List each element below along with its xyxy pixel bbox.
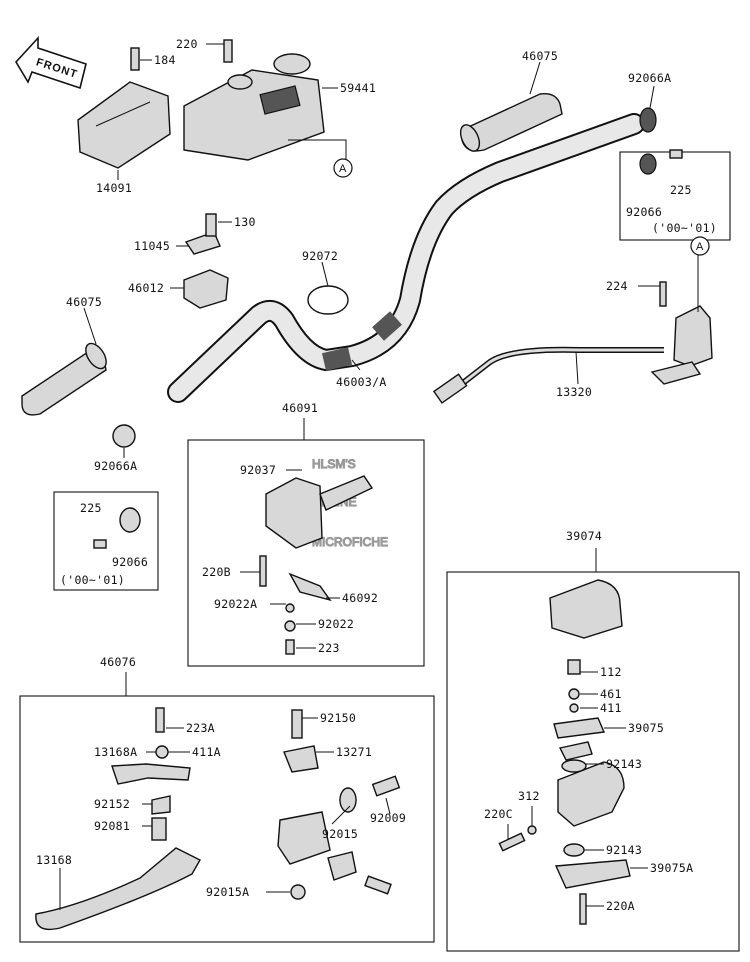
label-11045: 11045 <box>134 239 170 253</box>
label-46012: 46012 <box>128 281 164 295</box>
label-92015: 92015 <box>322 827 358 841</box>
screw-225-right <box>669 149 683 159</box>
label-39075: 39075 <box>628 721 664 735</box>
part-labels: 184 220 59441 14091 130 11045 46012 4607… <box>36 37 717 913</box>
band-92072 <box>307 285 349 315</box>
screw-225-left <box>93 539 107 549</box>
label-92015a: 92015A <box>206 885 249 899</box>
handlebar-clamp <box>183 213 229 309</box>
label-411a: 411A <box>192 745 221 759</box>
callout-a-2-text: A <box>696 241 704 253</box>
front-arrow: FRONT <box>15 35 87 90</box>
grip-right <box>459 93 563 152</box>
variant-box-left <box>53 491 159 591</box>
label-312: 312 <box>518 789 540 803</box>
label-92143-bottom: 92143 <box>606 843 642 857</box>
callout-a-2: A <box>690 236 710 256</box>
brake-master-cylinder <box>498 579 631 925</box>
switch-housing <box>259 475 374 655</box>
handlebar <box>167 113 645 403</box>
label-130: 130 <box>234 215 256 229</box>
bolt-184 <box>130 47 140 71</box>
label-14091: 14091 <box>96 181 132 195</box>
label-220a: 220A <box>606 899 635 913</box>
bolt-220 <box>223 39 233 63</box>
label-13168: 13168 <box>36 853 72 867</box>
label-92150: 92150 <box>320 711 356 725</box>
label-92037: 92037 <box>240 463 276 477</box>
watermark-line-1: HLSM'S <box>312 457 356 471</box>
label-92009: 92009 <box>370 811 406 825</box>
label-46075-left: 46075 <box>66 295 102 309</box>
label-225-right: 225 <box>670 183 692 197</box>
label-225-left: 225 <box>80 501 102 515</box>
label-39074: 39074 <box>566 529 602 543</box>
label-112: 112 <box>600 665 622 679</box>
label-variant-right: ('00~'01) <box>652 221 717 235</box>
label-92143-top: 92143 <box>606 757 642 771</box>
switch-group-box <box>187 439 425 667</box>
grip-left <box>21 342 107 416</box>
label-13320: 13320 <box>556 385 592 399</box>
label-46075-right: 46075 <box>522 49 558 63</box>
label-92022a: 92022A <box>214 597 257 611</box>
bar-end-cap-left <box>112 424 136 448</box>
label-220b: 220B <box>202 565 231 579</box>
label-59441: 59441 <box>340 81 376 95</box>
label-92066a-right: 92066A <box>628 71 671 85</box>
cap-92066-right <box>639 153 657 175</box>
clutch-lever <box>35 707 201 931</box>
throttle-cable <box>432 305 713 404</box>
label-92022: 92022 <box>318 617 354 631</box>
lever-group-box <box>19 695 435 943</box>
label-220c: 220C <box>484 807 513 821</box>
label-92072: 92072 <box>302 249 338 263</box>
label-46076: 46076 <box>100 655 136 669</box>
watermark-line-3: MICROFICHE <box>312 535 388 549</box>
clamp-cover <box>183 53 325 161</box>
label-46091: 46091 <box>282 401 318 415</box>
label-223: 223 <box>318 641 340 655</box>
label-13168a: 13168A <box>94 745 137 759</box>
bar-end-cap-right <box>639 107 657 133</box>
label-411: 411 <box>600 701 622 715</box>
label-46003a: 46003/A <box>336 375 387 389</box>
handlebar-pad <box>77 81 171 169</box>
label-224: 224 <box>606 279 628 293</box>
cap-92066-left <box>119 507 141 533</box>
label-46092: 46092 <box>342 591 378 605</box>
label-variant-left: ('00~'01) <box>60 573 125 587</box>
callout-a-1: A <box>333 158 353 178</box>
label-13271: 13271 <box>336 745 372 759</box>
leader-lines <box>59 43 699 910</box>
label-223a: 223A <box>186 721 215 735</box>
label-92066-left: 92066 <box>112 555 148 569</box>
lever-bracket <box>277 709 401 900</box>
label-92066-right: 92066 <box>626 205 662 219</box>
callout-a-1-text: A <box>339 163 347 175</box>
label-184: 184 <box>154 53 176 67</box>
label-92081: 92081 <box>94 819 130 833</box>
brake-group-box <box>446 571 740 952</box>
label-220: 220 <box>176 37 198 51</box>
label-461: 461 <box>600 687 622 701</box>
label-92152: 92152 <box>94 797 130 811</box>
label-39075a: 39075A <box>650 861 693 875</box>
label-92066a-left: 92066A <box>94 459 137 473</box>
bolt-224 <box>659 281 667 307</box>
